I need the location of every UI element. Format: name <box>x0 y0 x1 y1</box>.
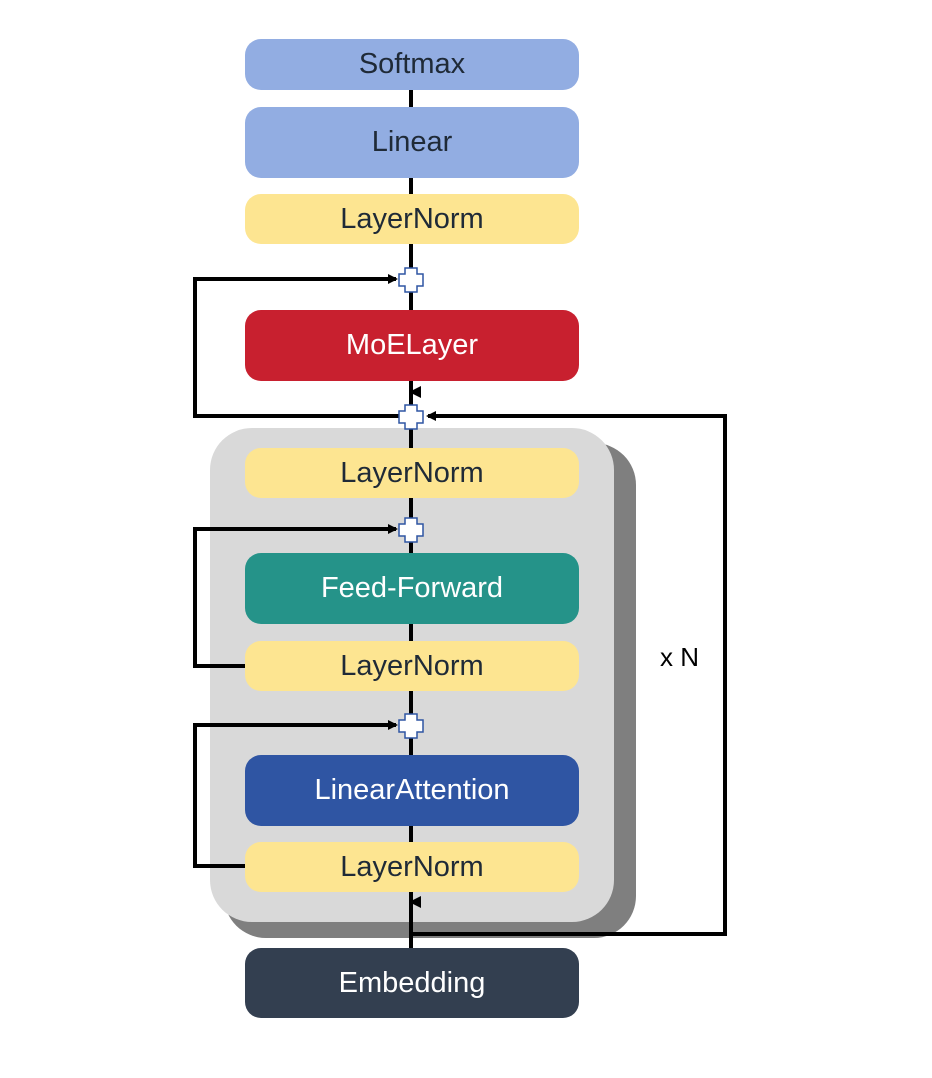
add-node-top <box>398 267 424 293</box>
embedding-block: Embedding <box>245 948 579 1018</box>
residual-moe <box>193 274 411 418</box>
softmax-block: Softmax <box>245 39 579 90</box>
add-node-attn <box>398 713 424 739</box>
add-node-ffn <box>398 517 424 543</box>
linear-block: Linear <box>245 107 579 178</box>
layernorm-final-block: LayerNorm <box>245 194 579 244</box>
add-node-moe <box>398 404 424 430</box>
layernorm-bottom-block: LayerNorm <box>245 842 579 892</box>
feed-forward-block: Feed-Forward <box>245 553 579 624</box>
layernorm-mid-block: LayerNorm <box>245 641 579 691</box>
linear-attention-block: LinearAttention <box>245 755 579 826</box>
residual-ffn <box>193 524 398 668</box>
residual-n <box>411 411 727 936</box>
repeat-count-label: x N <box>660 642 699 672</box>
moe-layer-block: MoELayer <box>245 310 579 381</box>
layernorm-top-block: LayerNorm <box>245 448 579 498</box>
residual-attn <box>193 720 398 868</box>
